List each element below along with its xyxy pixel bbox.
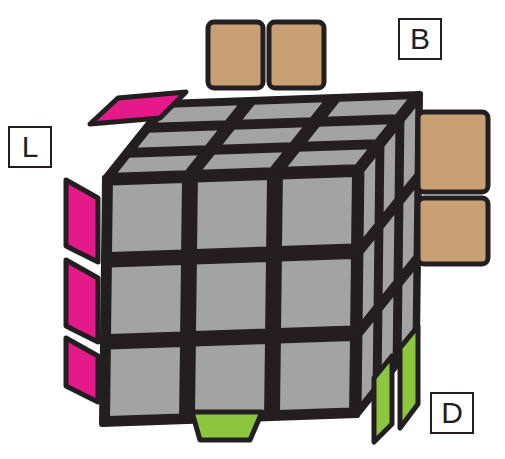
green-sticker	[192, 412, 262, 440]
grey-sticker	[194, 260, 268, 333]
grey-sticker	[193, 342, 267, 415]
pink-sticker	[66, 180, 98, 262]
grey-sticker	[110, 181, 184, 254]
grey-sticker	[323, 97, 411, 119]
grey-sticker	[133, 128, 221, 150]
tan-sticker	[269, 22, 324, 88]
face-label: B	[410, 24, 430, 54]
cube-face	[102, 169, 360, 424]
grey-sticker	[113, 153, 201, 175]
grey-sticker	[109, 263, 183, 336]
grey-sticker	[278, 339, 352, 412]
pink-sticker	[66, 260, 98, 342]
green-sticker	[374, 356, 392, 442]
grey-sticker	[382, 129, 397, 217]
grey-sticker	[402, 104, 417, 192]
pink-sticker	[90, 92, 186, 124]
face-label-box: L	[8, 126, 52, 168]
face-label-box: D	[430, 392, 474, 434]
tan-sticker	[208, 22, 263, 88]
grey-sticker	[303, 122, 391, 144]
pink-sticker	[66, 338, 98, 402]
grey-sticker	[283, 147, 371, 169]
grey-sticker	[218, 125, 306, 147]
face-label: D	[441, 398, 463, 428]
face-label: L	[22, 132, 39, 162]
grey-sticker	[401, 186, 416, 274]
tan-sticker	[418, 198, 488, 264]
grey-sticker	[238, 100, 326, 122]
cube-body	[102, 94, 420, 424]
grey-sticker	[361, 236, 376, 324]
face-label-box: B	[398, 18, 442, 60]
grey-sticker	[279, 257, 353, 330]
tan-sticker	[418, 112, 488, 192]
grey-sticker	[381, 211, 396, 299]
grey-sticker	[195, 178, 269, 251]
grey-sticker	[108, 345, 182, 418]
green-sticker	[400, 326, 418, 428]
grey-sticker	[362, 154, 377, 242]
loose-stickers	[66, 22, 488, 442]
grey-sticker	[198, 150, 286, 172]
grey-sticker	[280, 175, 354, 248]
